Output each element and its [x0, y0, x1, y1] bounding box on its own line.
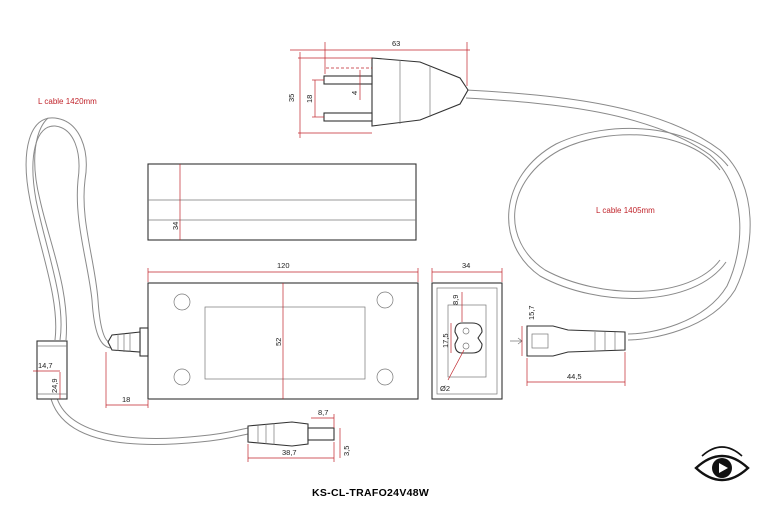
dim-c7-length: 44,5 [567, 372, 582, 381]
cable-right-inner-loop [514, 134, 721, 292]
dim-ferrite-a: 14,7 [38, 361, 53, 370]
dim-side-height: 34 [171, 222, 180, 230]
top-view [107, 282, 419, 400]
cable-left-loop-c [34, 117, 68, 341]
top-view-dimensions: 120 52 18 [105, 261, 419, 408]
end-view: 34 8,9 17,5 Ø2 [431, 261, 503, 400]
cable-left-loop-b [32, 125, 113, 349]
dim-plug-pin-spacing: 18 [305, 95, 314, 103]
cable-left-loop [25, 117, 112, 343]
dim-end-width: 34 [462, 261, 470, 270]
dim-dc-length: 38,7 [282, 448, 297, 457]
dim-dc-diameter: 3,5 [342, 446, 351, 456]
dim-strain-relief: 18 [122, 395, 130, 404]
side-view: 34 [147, 163, 417, 241]
dim-c8-hole: Ø2 [440, 384, 450, 393]
cable-right-inner-loop-b [508, 127, 729, 299]
cable-dc [49, 394, 249, 445]
dim-c8-top: 8,9 [451, 295, 460, 305]
dim-c8-height: 17,5 [441, 333, 450, 348]
c7-connector: 15,7 44,5 [510, 305, 626, 386]
euro-plug [323, 57, 469, 127]
ferrite-core: 14,7 24,9 [33, 340, 68, 400]
drawing-title: KS-CL-TRAFO24V48W [312, 487, 429, 499]
dim-plug-pin-width: 4 [350, 91, 359, 95]
note-cable-right: L cable 1405mm [596, 206, 655, 215]
dc-jack: 8,7 38,7 3,5 [247, 408, 351, 462]
dim-body-length: 120 [277, 261, 290, 270]
dim-c7-height: 15,7 [527, 305, 536, 320]
euro-plug-dimensions: 63 35 18 4 [287, 39, 470, 138]
note-cable-left: L cable 1420mm [38, 97, 97, 106]
dim-body-width: 52 [274, 338, 283, 346]
cable-right-loop [465, 89, 751, 341]
cables [25, 89, 751, 445]
dim-plug-length: 63 [392, 39, 400, 48]
cable-dc-b [55, 394, 249, 439]
eye-icon [694, 446, 750, 482]
dim-plug-height: 35 [287, 94, 296, 102]
dim-ferrite-b: 24,9 [50, 378, 59, 393]
cable-right-loop-b [465, 97, 741, 335]
dim-dc-tip: 8,7 [318, 408, 328, 417]
